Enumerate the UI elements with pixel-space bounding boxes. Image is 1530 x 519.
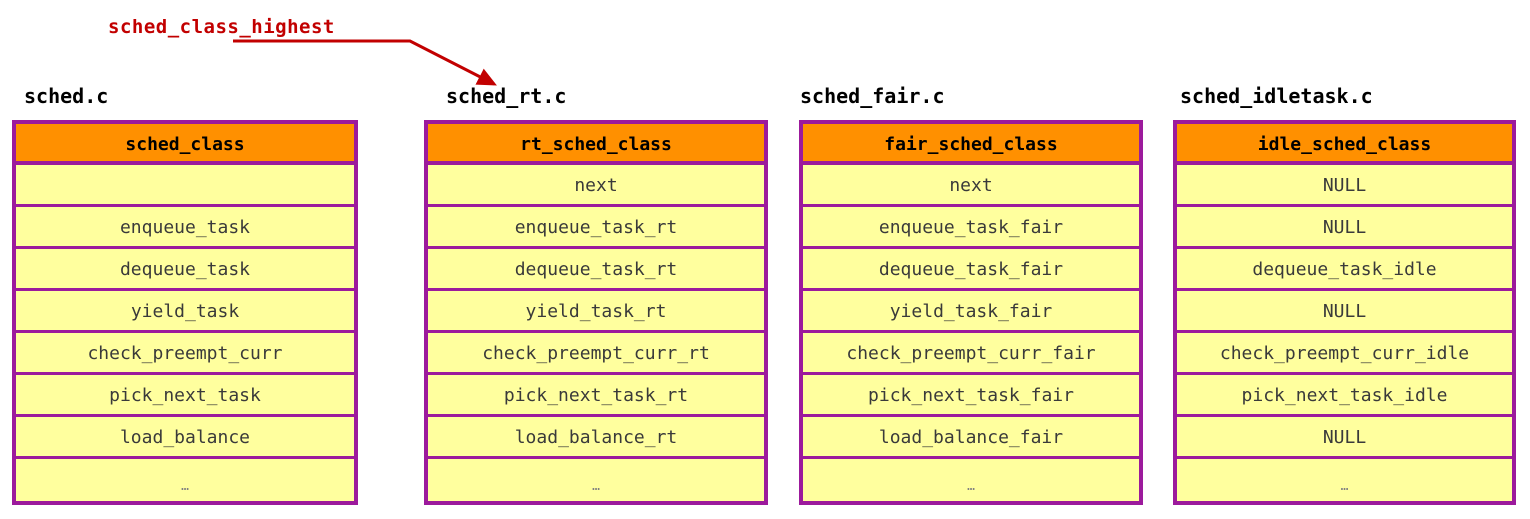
table-row: enqueue_task — [16, 207, 354, 249]
table-row: NULL — [1177, 165, 1512, 207]
struct-header-fair-sched-class: fair_sched_class — [803, 124, 1139, 165]
table-row: load_balance — [16, 417, 354, 459]
struct-table-idle-sched-class: idle_sched_class NULL NULL dequeue_task_… — [1173, 120, 1516, 505]
table-row-ellipsis: … — [16, 459, 354, 501]
struct-table-fair-sched-class: fair_sched_class next enqueue_task_fair … — [799, 120, 1143, 505]
table-row-ellipsis: … — [803, 459, 1139, 501]
table-row: next — [428, 165, 764, 207]
file-label-sched-c: sched.c — [24, 84, 109, 108]
table-row: load_balance_rt — [428, 417, 764, 459]
table-row: enqueue_task_rt — [428, 207, 764, 249]
table-row-ellipsis: … — [428, 459, 764, 501]
table-row: check_preempt_curr — [16, 333, 354, 375]
struct-header-rt-sched-class: rt_sched_class — [428, 124, 764, 165]
table-row: pick_next_task_fair — [803, 375, 1139, 417]
table-row: yield_task_fair — [803, 291, 1139, 333]
table-row: check_preempt_curr_rt — [428, 333, 764, 375]
table-row-ellipsis: … — [1177, 459, 1512, 501]
table-row: dequeue_task — [16, 249, 354, 291]
annotation-label-sched-class-highest: sched_class_highest — [108, 16, 335, 38]
table-row: dequeue_task_fair — [803, 249, 1139, 291]
table-row: load_balance_fair — [803, 417, 1139, 459]
table-row: pick_next_task_idle — [1177, 375, 1512, 417]
table-row: pick_next_task — [16, 375, 354, 417]
table-row: enqueue_task_fair — [803, 207, 1139, 249]
table-row: yield_task — [16, 291, 354, 333]
table-row: NULL — [1177, 417, 1512, 459]
struct-table-sched-class: sched_class enqueue_task dequeue_task yi… — [12, 120, 358, 505]
struct-table-rt-sched-class: rt_sched_class next enqueue_task_rt dequ… — [424, 120, 768, 505]
file-label-sched-idletask-c: sched_idletask.c — [1180, 84, 1373, 108]
table-row: next — [803, 165, 1139, 207]
struct-header-idle-sched-class: idle_sched_class — [1177, 124, 1512, 165]
table-row: dequeue_task_rt — [428, 249, 764, 291]
table-row: NULL — [1177, 291, 1512, 333]
table-row: pick_next_task_rt — [428, 375, 764, 417]
table-row — [16, 165, 354, 207]
arrow-polyline — [233, 39, 497, 86]
table-row: check_preempt_curr_fair — [803, 333, 1139, 375]
table-row: yield_task_rt — [428, 291, 764, 333]
table-row: dequeue_task_idle — [1177, 249, 1512, 291]
struct-header-sched-class: sched_class — [16, 124, 354, 165]
table-row: check_preempt_curr_idle — [1177, 333, 1512, 375]
file-label-sched-fair-c: sched_fair.c — [800, 84, 945, 108]
table-row: NULL — [1177, 207, 1512, 249]
file-label-sched-rt-c: sched_rt.c — [446, 84, 567, 108]
